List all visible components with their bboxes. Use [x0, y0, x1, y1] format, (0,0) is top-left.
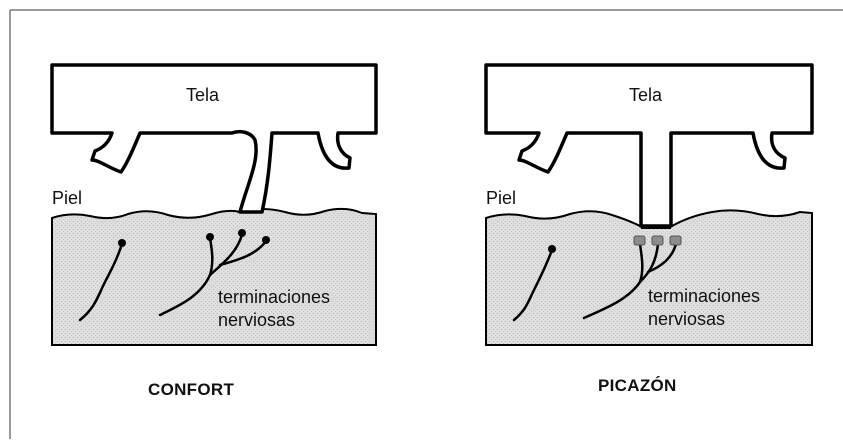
nerve-label-line1: terminaciones	[218, 287, 330, 307]
panel-itch: Tela Piel terminaciones nerviosas PICAZÓ…	[486, 65, 812, 395]
panel-caption: PICAZÓN	[598, 376, 677, 395]
skin-block	[52, 209, 376, 345]
skin-label: Piel	[486, 188, 516, 208]
nerve-ending	[548, 245, 556, 253]
nerve-label-line2: nerviosas	[218, 310, 295, 330]
nerve-label-line2: nerviosas	[648, 309, 725, 329]
nerve-label-line1: terminaciones	[648, 286, 760, 306]
irritated-nerve-endings	[634, 236, 681, 245]
fabric-label: Tela	[186, 85, 220, 105]
skin-label: Piel	[52, 188, 82, 208]
panel-comfort: Tela Piel terminaciones nerviosas CONFOR…	[52, 65, 376, 399]
panel-caption: CONFORT	[148, 380, 234, 399]
fabric-label: Tela	[629, 85, 663, 105]
